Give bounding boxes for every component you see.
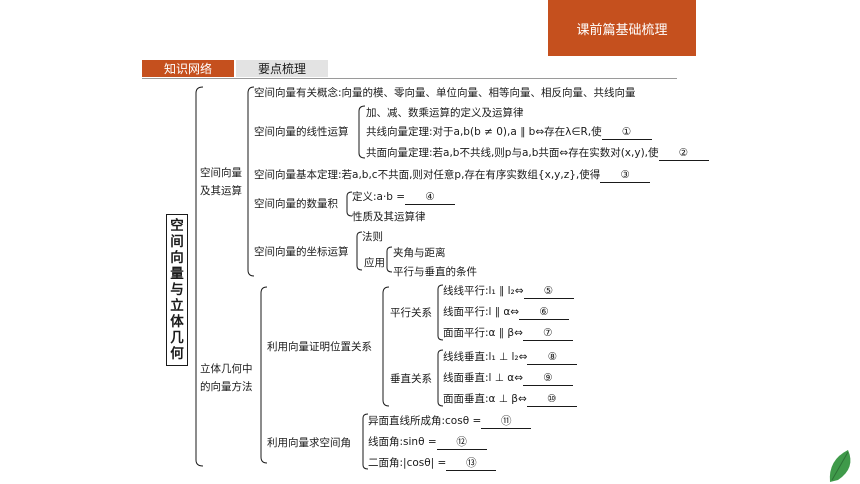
brace-root <box>195 86 204 467</box>
tab-knowledge-network[interactable]: 知识网络 <box>142 60 234 77</box>
b1-title-1: 空间向量 <box>200 167 242 179</box>
perp-item-3: 面面垂直:α ⊥ β⇔⑩ <box>443 392 577 407</box>
blank-5: ⑤ <box>523 284 574 299</box>
basic-theorem: 空间向量基本定理:若a,b,c不共面,则对任意p,存在有序实数组{x,y,z},… <box>254 168 651 183</box>
brace-coord <box>356 231 363 271</box>
blank-4: ④ <box>405 190 456 205</box>
b2-title-2: 的向量方法 <box>200 381 253 393</box>
b2-title-1: 立体几何中 <box>200 363 253 375</box>
brace-b1 <box>247 86 255 277</box>
leaf-decoration-icon <box>829 450 851 482</box>
root-char: 量 <box>170 266 184 282</box>
coord-item-2: 应用 <box>364 257 385 269</box>
angle-item-3: 二面角:|cosθ| =⑬ <box>368 456 497 471</box>
prove-label: 利用向量证明位置关系 <box>267 341 372 353</box>
blank-2: ② <box>658 146 709 161</box>
tab-key-points-label: 要点梳理 <box>257 62 306 76</box>
linear-item-2-text: 共线向量定理:对于a,b(b ≠ 0),a ∥ b⇔存在λ∈R,使 <box>366 126 602 138</box>
blank-9: ⑨ <box>523 371 573 386</box>
coord-app-2: 平行与垂直的条件 <box>393 266 477 278</box>
parallel-item-2: 线面平行:l ∥ α⇔⑥ <box>443 305 570 320</box>
brace-linear <box>358 105 366 159</box>
basic-theorem-text: 空间向量基本定理:若a,b,c不共面,则对任意p,存在有序实数组{x,y,z},… <box>254 169 601 181</box>
coord-app-1: 夹角与距离 <box>393 247 446 259</box>
blank-1: ① <box>601 125 652 140</box>
linear-item-3-text: 共面向量定理:若a,b不共线,则p与a,b共面⇔存在实数对(x,y),使 <box>366 147 659 159</box>
root-char: 立 <box>170 298 184 314</box>
perp-item-3-text: 面面垂直:α ⊥ β⇔ <box>443 393 527 405</box>
coord-item-1: 法则 <box>362 231 383 243</box>
perp-item-1-text: 线线垂直:l₁ ⊥ l₂⇔ <box>443 351 528 363</box>
dot-item-1: 定义:a·b =④ <box>352 190 456 205</box>
tab-key-points[interactable]: 要点梳理 <box>236 60 328 77</box>
perp-item-1: 线线垂直:l₁ ⊥ l₂⇔⑧ <box>443 350 578 365</box>
blank-10: ⑩ <box>526 392 577 407</box>
brace-angle <box>362 413 369 470</box>
blank-3: ③ <box>600 168 651 183</box>
root-title: 空 间 向 量 与 立 体 几 何 <box>166 214 188 366</box>
tab-divider <box>142 78 677 79</box>
root-char: 向 <box>170 250 184 266</box>
brace-prove <box>382 286 390 407</box>
perp-item-2-text: 线面垂直:l ⊥ α⇔ <box>443 372 523 384</box>
brace-perp <box>437 349 444 407</box>
parallel-item-1-text: 线线平行:l₁ ∥ l₂⇔ <box>443 285 524 297</box>
root-char: 空 <box>170 218 184 234</box>
angle-item-2: 线面角:sinθ =⑫ <box>368 435 487 450</box>
root-char: 何 <box>170 346 184 362</box>
dot-item-1-text: 定义:a·b = <box>352 191 406 203</box>
parallel-label: 平行关系 <box>390 307 432 319</box>
b1-concepts: 空间向量有关概念:向量的模、零向量、单位向量、相等向量、相反向量、共线向量 <box>254 87 636 99</box>
blank-12: ⑫ <box>436 435 487 450</box>
blank-11: ⑪ <box>481 414 532 429</box>
blank-7: ⑦ <box>522 326 573 341</box>
brace-dot <box>346 191 353 217</box>
tab-knowledge-network-label: 知识网络 <box>163 62 212 76</box>
perp-label: 垂直关系 <box>390 373 432 385</box>
root-char: 几 <box>170 330 184 346</box>
angle-item-1-text: 异面直线所成角:cosθ = <box>368 415 482 427</box>
brace-b2 <box>260 286 268 464</box>
angle-item-1: 异面直线所成角:cosθ =⑪ <box>368 414 532 429</box>
root-char: 体 <box>170 314 184 330</box>
angle-item-3-text: 二面角:|cosθ| = <box>368 457 447 469</box>
root-char: 间 <box>170 234 184 250</box>
section-header: 课前篇基础梳理 <box>548 0 696 56</box>
blank-6: ⑥ <box>519 305 570 320</box>
linear-label: 空间向量的线性运算 <box>254 126 349 138</box>
b1-title-2: 及其运算 <box>200 185 242 197</box>
brace-app <box>386 246 393 273</box>
perp-item-2: 线面垂直:l ⊥ α⇔⑨ <box>443 371 573 386</box>
angle-label: 利用向量求空间角 <box>267 437 351 449</box>
dot-item-2: 性质及其运算律 <box>352 211 426 223</box>
coord-label: 空间向量的坐标运算 <box>254 246 349 258</box>
parallel-item-2-text: 线面平行:l ∥ α⇔ <box>443 306 520 318</box>
root-char: 与 <box>170 282 184 298</box>
parallel-item-3-text: 面面平行:α ∥ β⇔ <box>443 327 523 339</box>
brace-parallel <box>437 284 444 341</box>
parallel-item-1: 线线平行:l₁ ∥ l₂⇔⑤ <box>443 284 574 299</box>
parallel-item-3: 面面平行:α ∥ β⇔⑦ <box>443 326 573 341</box>
section-header-label: 课前篇基础梳理 <box>576 22 668 38</box>
blank-8: ⑧ <box>527 350 578 365</box>
blank-13: ⑬ <box>446 456 497 471</box>
linear-item-1: 加、减、数乘运算的定义及运算律 <box>366 107 524 119</box>
dot-label: 空间向量的数量积 <box>254 198 338 210</box>
angle-item-2-text: 线面角:sinθ = <box>368 436 437 448</box>
